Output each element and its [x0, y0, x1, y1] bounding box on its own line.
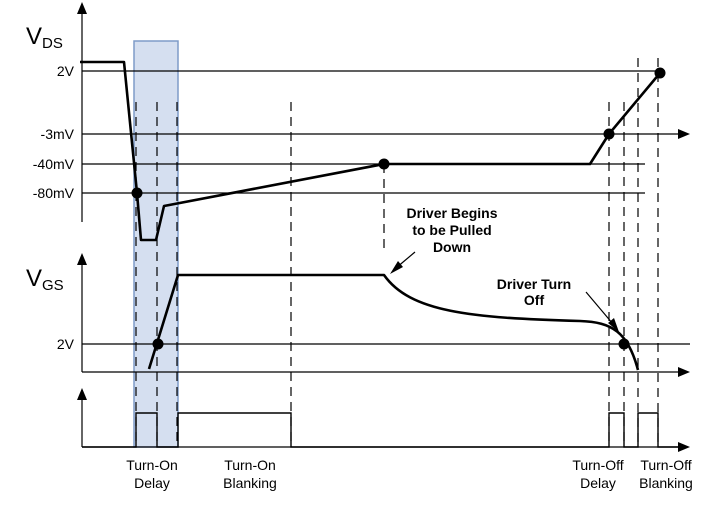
turn-on-delay-caption: Turn-On Delay	[126, 457, 178, 491]
time-markers	[135, 58, 659, 447]
driver-turn-off-note: Driver Turn Off	[497, 276, 571, 308]
svg-text:Down: Down	[433, 239, 471, 255]
svg-text:Blanking: Blanking	[223, 475, 277, 491]
svg-text:Driver Begins: Driver Begins	[406, 205, 497, 221]
svg-text:Driver Turn: Driver Turn	[497, 276, 571, 292]
vds-waveform	[80, 60, 661, 242]
svg-text:Blanking: Blanking	[639, 475, 693, 491]
turn-off-blanking-caption: Turn-Off Blanking	[639, 457, 693, 491]
marker-vds-3mv	[603, 128, 615, 140]
turn-off-delay-caption: Turn-Off Delay	[572, 457, 623, 491]
tick-vgs-2v: 2V	[57, 336, 75, 352]
tick-vds-3mv: -3mV	[41, 126, 75, 142]
vgs-axis	[77, 253, 690, 377]
svg-text:Turn-On: Turn-On	[224, 457, 276, 473]
svg-text:to be Pulled: to be Pulled	[412, 222, 491, 238]
vds-axis	[77, 2, 87, 222]
tick-vds-2v: 2V	[57, 63, 75, 79]
svg-text:Delay: Delay	[134, 475, 170, 491]
ref-line-3mv	[82, 129, 690, 139]
svg-text:Turn-On: Turn-On	[126, 457, 178, 473]
turn-on-blanking-caption: Turn-On Blanking	[223, 457, 277, 491]
tick-vds-80mv: -80mV	[33, 185, 75, 201]
driver-pulled-down-note: Driver Begins to be Pulled Down	[406, 205, 497, 255]
marker-vgs-2v-fall	[618, 338, 630, 350]
svg-text:Turn-Off: Turn-Off	[572, 457, 623, 473]
blanking-pulses	[82, 412, 682, 448]
vgs-axis-label: VGS	[26, 265, 64, 294]
marker-vds-80mv	[131, 187, 143, 199]
marker-vds-40mv	[378, 158, 390, 170]
tick-vds-40mv: -40mV	[33, 156, 75, 172]
svg-text:Delay: Delay	[580, 475, 616, 491]
turn-on-delay-highlight	[133, 40, 179, 448]
turn-off-arrow	[585, 291, 619, 332]
svg-text:Turn-Off: Turn-Off	[640, 457, 691, 473]
marker-vds-2v	[654, 67, 666, 79]
vds-axis-label: VDS	[26, 23, 63, 52]
pulled-down-arrow	[390, 251, 416, 274]
marker-vgs-2v-rise	[152, 338, 164, 350]
svg-text:Off: Off	[524, 292, 545, 308]
vgs-waveform	[147, 273, 640, 371]
